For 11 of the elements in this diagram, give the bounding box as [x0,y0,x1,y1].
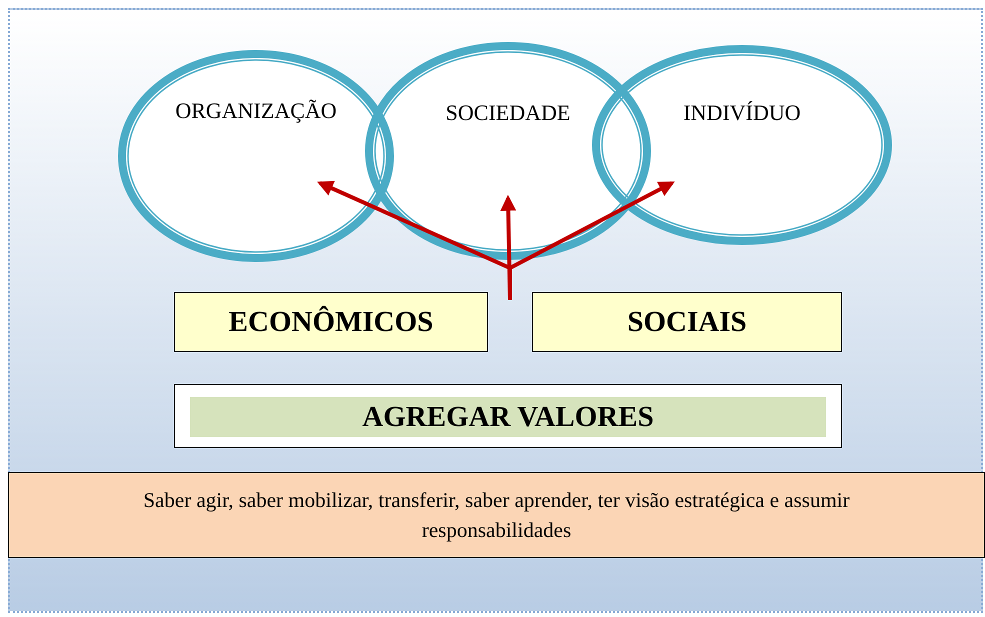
circle-label: ORGANIZAÇÃO [174,98,338,124]
circle-node [118,50,394,262]
value-frame [174,384,842,448]
category-box: SOCIAIS [532,292,842,352]
category-box: ECONÔMICOS [174,292,488,352]
circle-node [365,42,651,260]
circle-label: INDIVÍDUO [682,100,802,126]
value-banner: AGREGAR VALORES [190,397,826,437]
circle-label: SOCIEDADE [444,100,572,126]
circle-node [592,45,892,245]
skills-box: Saber agir, saber mobilizar, transferir, saber aprender, ter visão estratégica e assumir responsabilidades [8,472,985,558]
